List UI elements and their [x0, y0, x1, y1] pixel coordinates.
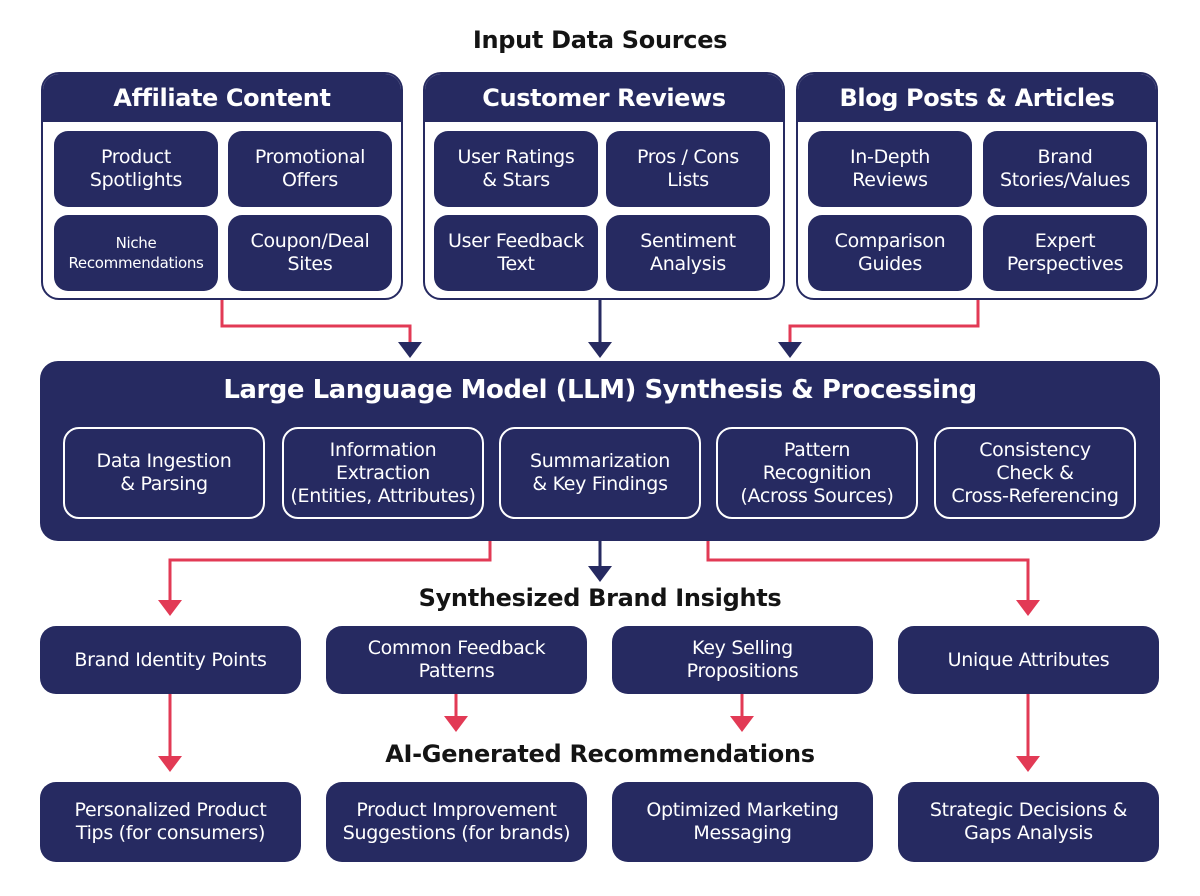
arrow-blogs-to-llm — [788, 300, 980, 342]
arrowhead — [158, 756, 182, 772]
llm-step: Pattern Recognition (Across Sources) — [716, 427, 918, 519]
recommendation-card: Optimized Marketing Messaging — [612, 782, 873, 862]
source-group-title: Affiliate Content — [43, 74, 401, 122]
arrow-llm-to-identity — [168, 541, 492, 600]
source-item: Brand Stories/Values — [983, 131, 1147, 207]
recommendation-card: Product Improvement Suggestions (for bra… — [326, 782, 587, 862]
llm-step: Consistency Check & Cross-Referencing — [934, 427, 1136, 519]
source-item: Pros / Cons Lists — [606, 131, 770, 207]
llm-processing-block: Large Language Model (LLM) Synthesis & P… — [40, 361, 1160, 541]
source-item: In-Depth Reviews — [808, 131, 972, 207]
llm-title: Large Language Model (LLM) Synthesis & P… — [223, 375, 977, 405]
recommendations-title: AI-Generated Recommendations — [385, 740, 815, 768]
arrowhead — [1016, 600, 1040, 616]
source-item: User Feedback Text — [434, 215, 598, 291]
source-item: Niche Recommendations — [54, 215, 218, 291]
source-item: Product Spotlights — [54, 131, 218, 207]
source-item: Comparison Guides — [808, 215, 972, 291]
insight-card: Common Feedback Patterns — [326, 626, 587, 694]
source-item: Coupon/Deal Sites — [228, 215, 392, 291]
insight-card: Unique Attributes — [898, 626, 1159, 694]
insights-title: Synthesized Brand Insights — [418, 584, 782, 612]
arrowhead — [444, 716, 468, 732]
arrowhead — [588, 566, 612, 582]
source-item: Sentiment Analysis — [606, 215, 770, 291]
source-item: User Ratings & Stars — [434, 131, 598, 207]
arrowhead — [730, 716, 754, 732]
insight-card: Brand Identity Points — [40, 626, 301, 694]
arrowhead — [1016, 756, 1040, 772]
recommendation-card: Personalized Product Tips (for consumers… — [40, 782, 301, 862]
source-group-reviews: Customer Reviews User Ratings & Stars Pr… — [423, 72, 785, 300]
arrowhead — [398, 342, 422, 358]
arrowhead — [588, 342, 612, 358]
recommendation-card: Strategic Decisions & Gaps Analysis — [898, 782, 1159, 862]
source-group-title: Customer Reviews — [425, 74, 783, 122]
source-group-affiliate: Affiliate Content Product Spotlights Pro… — [41, 72, 403, 300]
llm-step: Data Ingestion & Parsing — [63, 427, 265, 519]
llm-step: Information Extraction (Entities, Attrib… — [282, 427, 484, 519]
source-group-blogs: Blog Posts & Articles In-Depth Reviews B… — [796, 72, 1158, 300]
llm-step: Summarization & Key Findings — [499, 427, 701, 519]
arrowhead — [158, 600, 182, 616]
arrow-llm-to-unique — [706, 541, 1030, 600]
source-item: Promotional Offers — [228, 131, 392, 207]
arrowhead — [778, 342, 802, 358]
insight-card: Key Selling Propositions — [612, 626, 873, 694]
source-item: Expert Perspectives — [983, 215, 1147, 291]
source-group-title: Blog Posts & Articles — [798, 74, 1156, 122]
input-sources-title: Input Data Sources — [472, 26, 728, 54]
arrow-affiliate-to-llm — [220, 300, 412, 342]
